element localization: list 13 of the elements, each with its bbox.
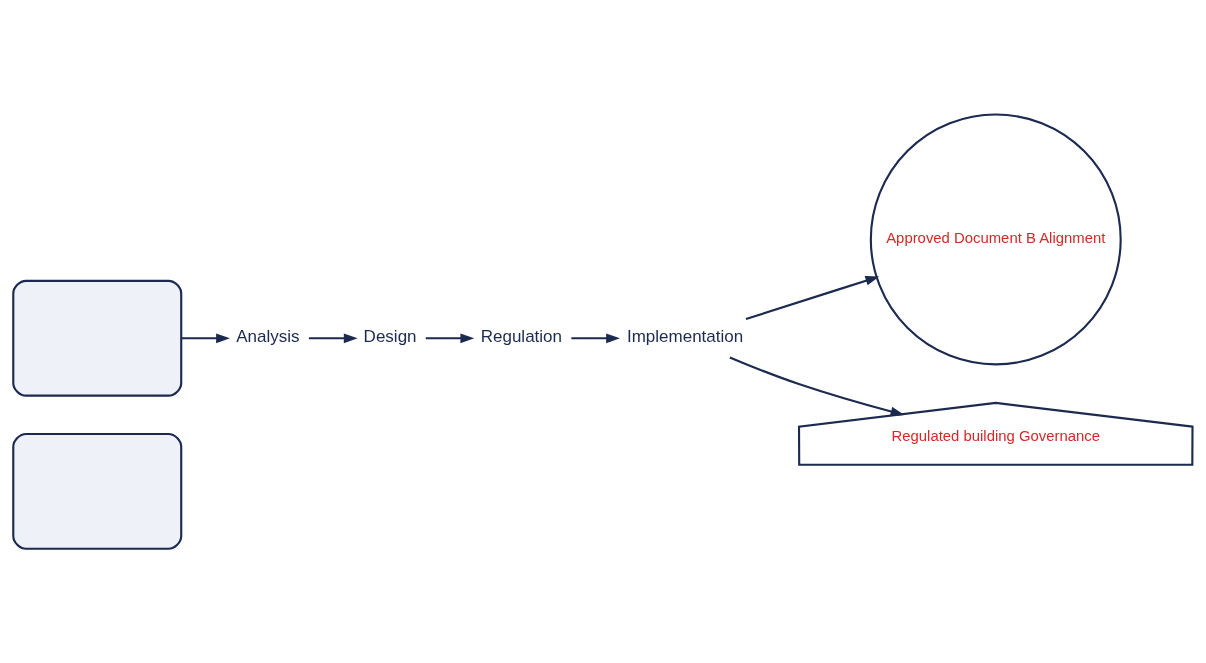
node-text: Design bbox=[363, 327, 417, 347]
node-text: Implementation bbox=[626, 327, 744, 347]
arrow bbox=[425, 333, 475, 344]
arrow bbox=[181, 333, 230, 344]
arrow bbox=[745, 276, 880, 321]
arrow bbox=[729, 356, 905, 417]
arrow bbox=[308, 333, 358, 344]
node-text: Regulation bbox=[480, 327, 563, 347]
node-text: Analysis bbox=[236, 327, 300, 347]
node-box bbox=[12, 432, 183, 550]
node-box bbox=[12, 279, 183, 397]
arrow bbox=[571, 333, 620, 344]
node-circle: Approved Document B Alignment bbox=[869, 113, 1122, 366]
